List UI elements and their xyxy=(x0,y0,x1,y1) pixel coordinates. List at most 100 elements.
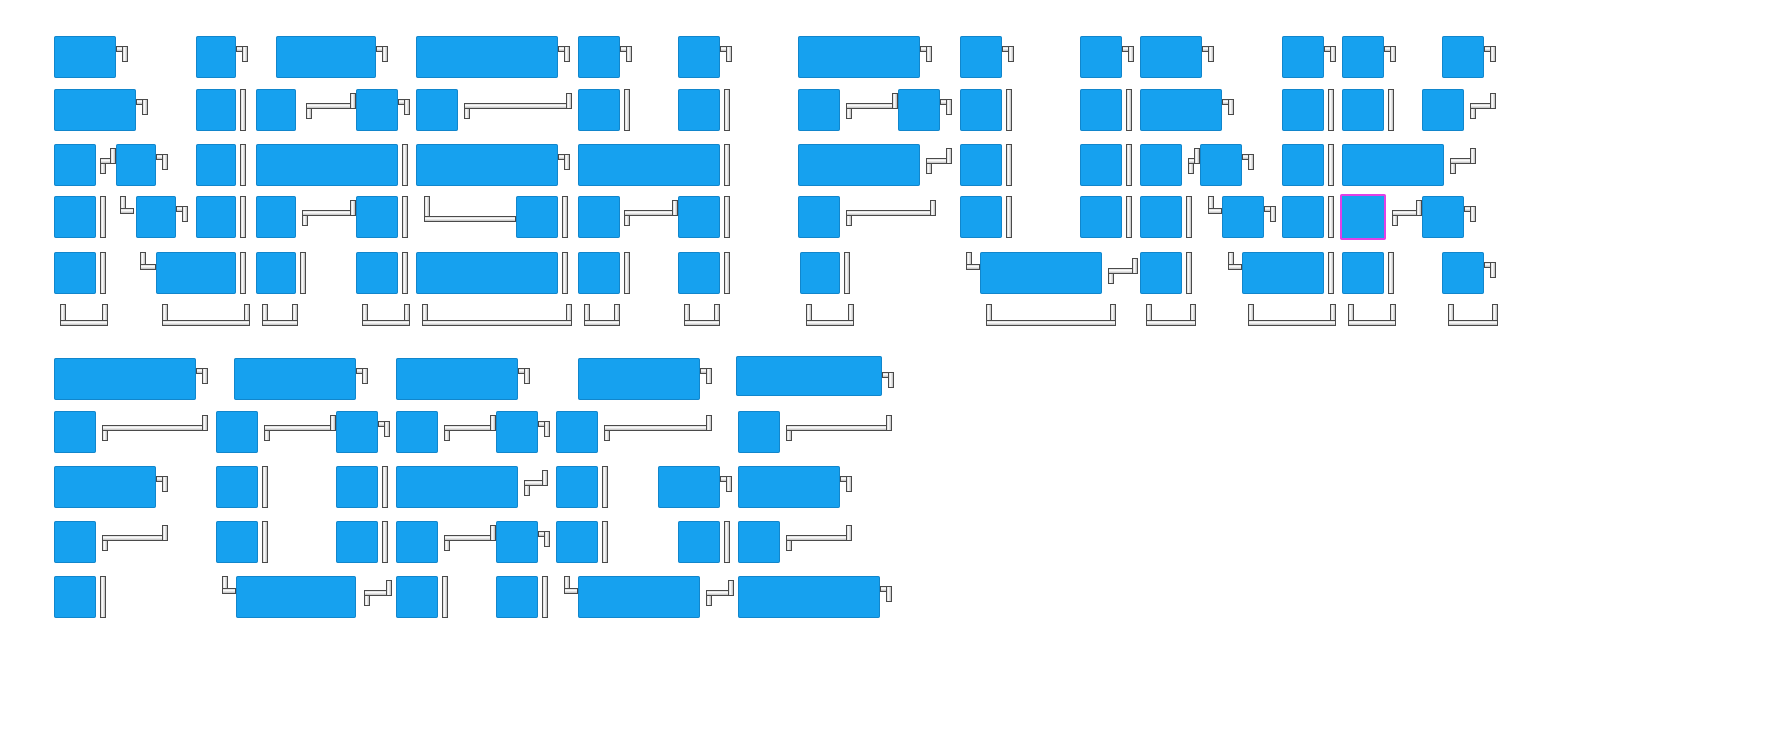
letter-tile[interactable] xyxy=(960,89,1002,131)
letter-tile[interactable] xyxy=(256,196,296,238)
letter-tile[interactable] xyxy=(798,144,920,186)
letter-tile[interactable] xyxy=(416,252,558,294)
letter-tile[interactable] xyxy=(234,358,356,400)
letter-tile[interactable] xyxy=(578,358,700,400)
letter-tile-selected[interactable] xyxy=(1340,194,1386,240)
letter-tile[interactable] xyxy=(496,411,538,453)
letter-tile[interactable] xyxy=(738,466,840,508)
letter-tile[interactable] xyxy=(1200,144,1242,186)
letter-tile[interactable] xyxy=(54,36,116,78)
letter-tile[interactable] xyxy=(156,252,236,294)
letter-tile[interactable] xyxy=(1282,36,1324,78)
letter-tile[interactable] xyxy=(54,521,96,563)
letter-tile[interactable] xyxy=(416,89,458,131)
letter-tile[interactable] xyxy=(658,466,720,508)
letter-tile[interactable] xyxy=(578,196,620,238)
letter-tile[interactable] xyxy=(556,411,598,453)
letter-tile[interactable] xyxy=(54,144,96,186)
letter-tile[interactable] xyxy=(256,252,296,294)
letter-tile[interactable] xyxy=(578,89,620,131)
letter-tile[interactable] xyxy=(1342,252,1384,294)
letter-tile[interactable] xyxy=(1282,196,1324,238)
letter-tile[interactable] xyxy=(396,466,518,508)
letter-tile[interactable] xyxy=(1442,36,1484,78)
letter-tile[interactable] xyxy=(54,252,96,294)
letter-tile[interactable] xyxy=(256,144,398,186)
letter-tile[interactable] xyxy=(54,358,196,400)
letter-tile[interactable] xyxy=(276,36,376,78)
letter-tile[interactable] xyxy=(54,196,96,238)
letter-tile[interactable] xyxy=(556,466,598,508)
letter-tile[interactable] xyxy=(356,89,398,131)
letter-tile[interactable] xyxy=(1342,36,1384,78)
letter-tile[interactable] xyxy=(54,466,156,508)
letter-tile[interactable] xyxy=(396,576,438,618)
letter-tile[interactable] xyxy=(196,89,236,131)
letter-tile[interactable] xyxy=(736,356,882,396)
letter-tile[interactable] xyxy=(678,521,720,563)
letter-tile[interactable] xyxy=(578,252,620,294)
letter-tile[interactable] xyxy=(678,196,720,238)
letter-tile[interactable] xyxy=(1422,196,1464,238)
letter-tile[interactable] xyxy=(1342,144,1444,186)
letter-tile[interactable] xyxy=(496,576,538,618)
letter-tile[interactable] xyxy=(116,144,156,186)
letter-tile[interactable] xyxy=(1080,144,1122,186)
letter-tile[interactable] xyxy=(396,411,438,453)
letter-tile[interactable] xyxy=(54,89,136,131)
letter-tile[interactable] xyxy=(196,144,236,186)
letter-tile[interactable] xyxy=(216,411,258,453)
letter-tile[interactable] xyxy=(336,411,378,453)
letter-tile[interactable] xyxy=(196,36,236,78)
letter-tile[interactable] xyxy=(1140,144,1182,186)
letter-tile[interactable] xyxy=(396,358,518,400)
letter-tile[interactable] xyxy=(556,521,598,563)
letter-tile[interactable] xyxy=(678,36,720,78)
letter-tile[interactable] xyxy=(1342,89,1384,131)
letter-tile[interactable] xyxy=(798,36,920,78)
letter-tile[interactable] xyxy=(898,89,940,131)
letter-tile[interactable] xyxy=(798,89,840,131)
letter-tile[interactable] xyxy=(416,36,558,78)
letter-tile[interactable] xyxy=(1242,252,1324,294)
letter-tile[interactable] xyxy=(1140,36,1202,78)
letter-tile[interactable] xyxy=(136,196,176,238)
letter-tile[interactable] xyxy=(54,576,96,618)
letter-tile[interactable] xyxy=(980,252,1102,294)
letter-tile[interactable] xyxy=(416,144,558,186)
letter-tile[interactable] xyxy=(1140,89,1222,131)
letter-tile[interactable] xyxy=(496,521,538,563)
letter-tile[interactable] xyxy=(960,144,1002,186)
letter-tile[interactable] xyxy=(256,89,296,131)
letter-tile[interactable] xyxy=(738,411,780,453)
letter-tile[interactable] xyxy=(578,576,700,618)
letter-tile[interactable] xyxy=(54,411,96,453)
letter-tile[interactable] xyxy=(236,576,356,618)
letter-tile[interactable] xyxy=(578,36,620,78)
letter-tile[interactable] xyxy=(578,144,720,186)
letter-tile[interactable] xyxy=(738,576,880,618)
letter-tile[interactable] xyxy=(1140,196,1182,238)
letter-tile[interactable] xyxy=(1080,196,1122,238)
letter-tile[interactable] xyxy=(1282,89,1324,131)
letter-tile[interactable] xyxy=(1442,252,1484,294)
letter-tile[interactable] xyxy=(216,521,258,563)
letter-tile[interactable] xyxy=(960,36,1002,78)
letter-tile[interactable] xyxy=(738,521,780,563)
letter-tile[interactable] xyxy=(800,252,840,294)
letter-tile[interactable] xyxy=(336,466,378,508)
letter-tile[interactable] xyxy=(1422,89,1464,131)
letter-tile[interactable] xyxy=(516,196,558,238)
letter-tile[interactable] xyxy=(1282,144,1324,186)
letter-tile[interactable] xyxy=(336,521,378,563)
letter-tile[interactable] xyxy=(678,89,720,131)
letter-tile[interactable] xyxy=(678,252,720,294)
letter-tile[interactable] xyxy=(356,196,398,238)
letter-tile[interactable] xyxy=(196,196,236,238)
letter-tile[interactable] xyxy=(216,466,258,508)
letter-tile[interactable] xyxy=(1080,36,1122,78)
letter-tile[interactable] xyxy=(396,521,438,563)
letter-tile[interactable] xyxy=(1140,252,1182,294)
letter-tile[interactable] xyxy=(960,196,1002,238)
letter-tile[interactable] xyxy=(356,252,398,294)
